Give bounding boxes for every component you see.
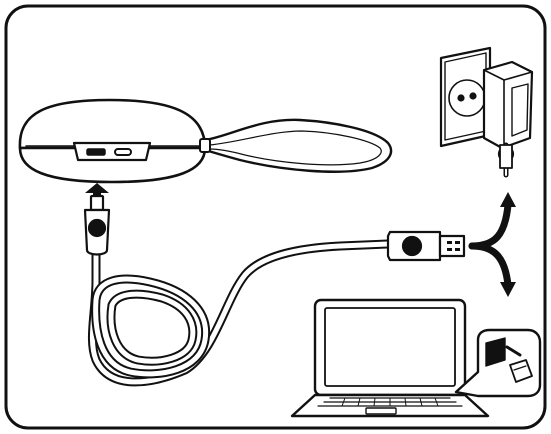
case-status-light [114,148,132,156]
power-source-choice-arrow-icon [468,192,516,297]
micro-usb-connector [83,194,111,256]
wall-power-adapter-icon [439,46,534,178]
case-lanyard-strap [203,118,393,173]
usb-charging-cable-icon [83,194,466,387]
case-usb-port [86,148,106,156]
laptop-computer-icon [290,298,490,418]
usb-a-connector [386,230,466,262]
laptop-usb-port-inset-icon [454,328,542,398]
insert-arrow-icon [85,183,109,203]
earbuds-charging-case-icon [18,98,393,184]
diagram-frame [4,4,547,430]
